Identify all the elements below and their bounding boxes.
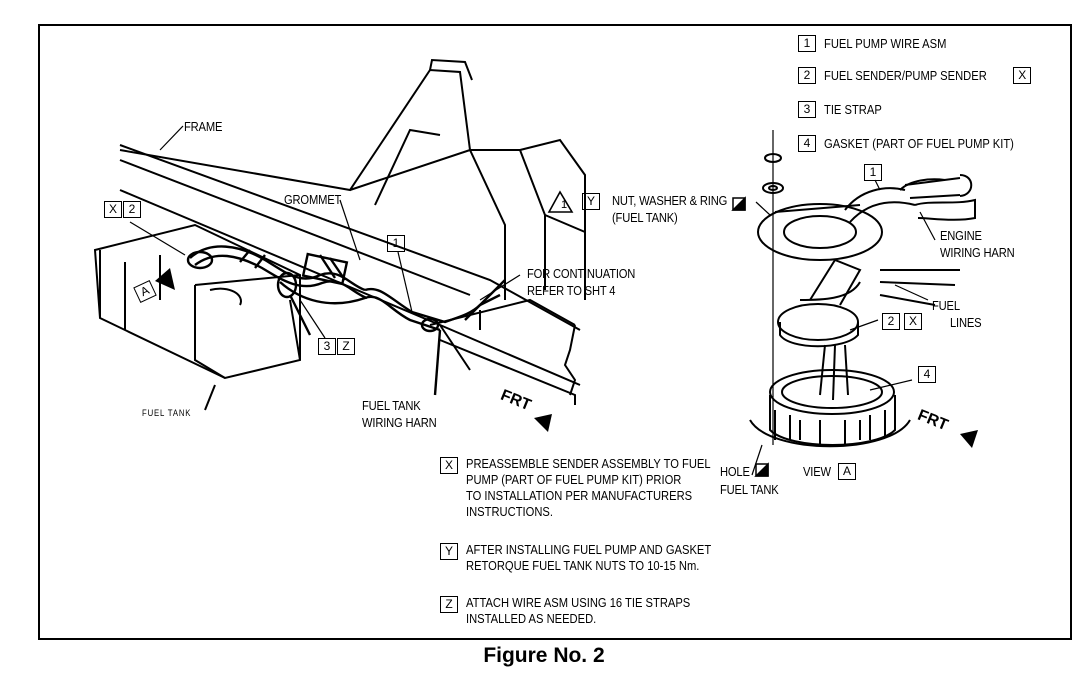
callout-1: 1 <box>864 164 882 181</box>
note-tag: Y <box>440 543 458 560</box>
legend-item-4: 4 GASKET (PART OF FUEL PUMP KIT) <box>798 135 1045 152</box>
figure-caption: Figure No. 2 <box>483 644 605 667</box>
front-arrows <box>155 268 978 448</box>
callout-z: Z <box>337 338 355 355</box>
fuel-lines-label: FUEL <box>932 298 960 313</box>
note-tag: X <box>440 457 458 474</box>
warning-number: 1 <box>561 199 567 211</box>
legend-item-3: 3 TIE STRAP <box>798 101 891 118</box>
note-line: TO INSTALLATION PER MANUFACTURERS <box>466 488 693 503</box>
note-line: AFTER INSTALLING FUEL PUMP AND GASKET <box>466 542 712 557</box>
callout-box: X <box>1013 67 1032 84</box>
legend-item-1: 1 FUEL PUMP WIRE ASM <box>798 35 966 52</box>
callout-box: 1 <box>798 35 816 52</box>
chassis-harness <box>186 245 506 396</box>
callout-2: 2 <box>123 201 141 218</box>
callout-3: 3 <box>318 338 336 355</box>
note-tag: Z <box>440 596 458 613</box>
hole-label: FUEL TANK <box>720 482 779 497</box>
diagram-frame <box>38 24 1072 640</box>
callout-box: 4 <box>798 135 816 152</box>
callout-1: 1 <box>387 235 405 252</box>
legend-label: GASKET (PART OF FUEL PUMP KIT) <box>824 136 1014 151</box>
hole-symbol-icons <box>731 196 769 477</box>
legend-label: TIE STRAP <box>824 102 882 117</box>
fuel-tank-drawing <box>93 223 301 411</box>
frame-label: FRAME <box>184 119 223 134</box>
fuel-lines-label: LINES <box>950 315 982 330</box>
callout-y: Y <box>582 193 600 210</box>
frame-rail <box>119 144 581 405</box>
callout-box: 2 <box>798 67 816 84</box>
note-z: Z ATTACH WIRE ASM USING 16 TIE STRAPS IN… <box>440 595 727 627</box>
note-line: PUMP (PART OF FUEL PUMP KIT) PRIOR <box>466 472 682 487</box>
note-line: INSTALLED AS NEEDED. <box>466 611 597 626</box>
view-label: VIEW <box>803 464 831 479</box>
callout-x: X <box>904 313 922 330</box>
note-y: Y AFTER INSTALLING FUEL PUMP AND GASKET … <box>440 542 751 574</box>
note-line: RETORQUE FUEL TANK NUTS TO 10-15 Nm. <box>466 558 700 573</box>
legend-label: FUEL SENDER/PUMP SENDER <box>824 68 987 83</box>
legend-label: FUEL PUMP WIRE ASM <box>824 36 947 51</box>
warning-triangle-icon <box>547 190 574 213</box>
callout-4: 4 <box>918 366 936 383</box>
note-x: X PREASSEMBLE SENDER ASSEMBLY TO FUEL PU… <box>440 456 750 520</box>
callout-box: 3 <box>798 101 816 118</box>
fuel-tank-label: FUEL TANK <box>142 408 192 418</box>
tank-harness-label: WIRING HARN <box>362 415 437 430</box>
continuation-label: REFER TO SHT 4 <box>527 283 616 298</box>
pump-assembly-drawing <box>749 130 976 448</box>
note-line: INSTRUCTIONS. <box>466 504 553 519</box>
callout-x: X <box>104 201 122 218</box>
tank-harness-label: FUEL TANK <box>362 398 421 413</box>
note-line: ATTACH WIRE ASM USING 16 TIE STRAPS <box>466 595 691 610</box>
continuation-label: FOR CONTINUATION <box>527 266 636 281</box>
truck-body-outline <box>119 58 586 330</box>
engine-harness-label: WIRING HARN <box>940 245 1015 260</box>
nut-washer-label: (FUEL TANK) <box>612 210 678 225</box>
grommet-label: GROMMET <box>284 192 342 207</box>
hole-label: HOLE <box>720 464 750 479</box>
note-line: PREASSEMBLE SENDER ASSEMBLY TO FUEL <box>466 456 711 471</box>
legend-item-2: 2 FUEL SENDER/PUMP SENDER X <box>798 67 1032 84</box>
nut-washer-label: NUT, WASHER & RING <box>612 193 728 208</box>
callout-a: A <box>838 463 856 480</box>
callout-2: 2 <box>882 313 900 330</box>
engine-harness-label: ENGINE <box>940 228 982 243</box>
